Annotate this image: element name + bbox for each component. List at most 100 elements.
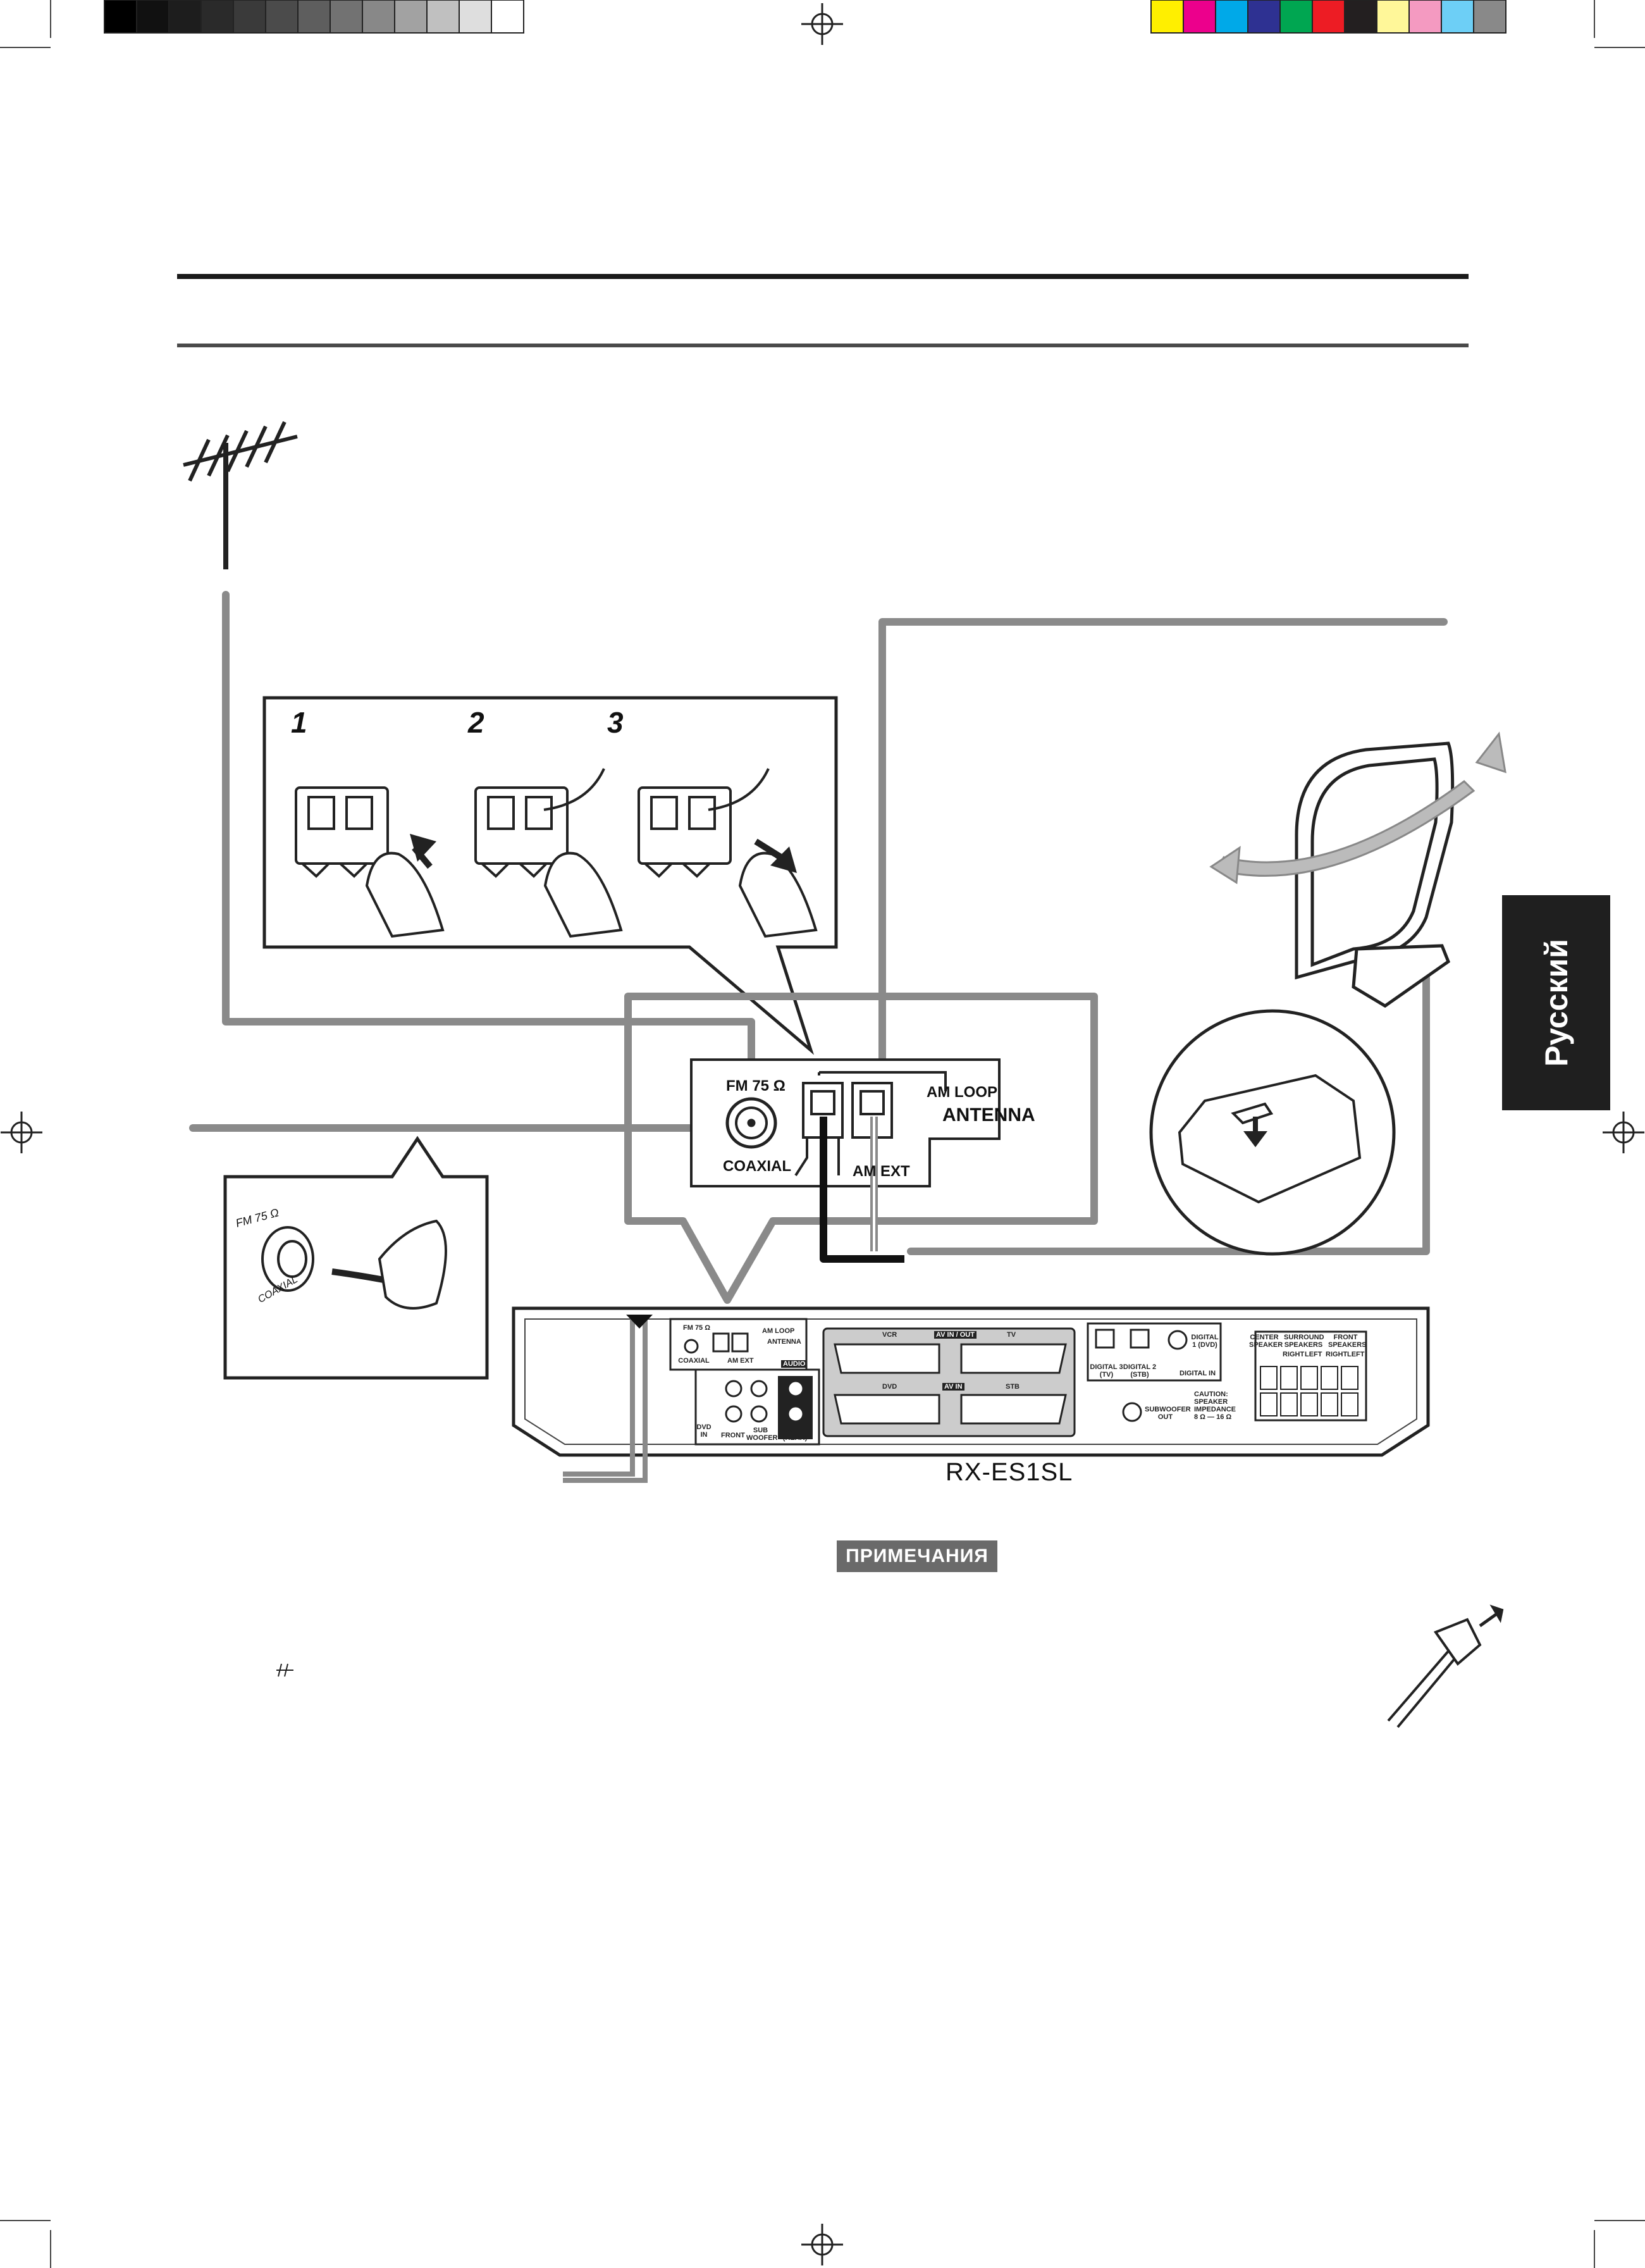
rear-cable-plug-icon <box>626 1315 653 1329</box>
coaxial-plug-icon <box>261 1219 447 1310</box>
rear-fm-label: FM 75 Ω <box>683 1324 711 1332</box>
gray-swatch <box>168 0 202 34</box>
speaker-terminal <box>1300 1366 1318 1390</box>
rotate-arrow-icon <box>1209 731 1506 884</box>
gray-swatch <box>362 0 395 34</box>
rear-audio-label: AUDIO <box>781 1360 808 1368</box>
rear-tv-label: TV <box>1007 1331 1016 1339</box>
speaker-terminal <box>1280 1392 1298 1416</box>
notes-badge: ПРИМЕЧАНИЯ <box>837 1540 997 1572</box>
am-loop-label: AM LOOP <box>927 1084 997 1101</box>
gray-swatch <box>491 0 524 34</box>
fm-75-ohm-label: FM 75 Ω <box>726 1077 786 1094</box>
gray-swatch <box>426 0 460 34</box>
header-rule-top <box>177 274 1469 279</box>
spring-terminal-icon <box>295 786 732 878</box>
language-side-tab: Русский <box>1502 895 1610 1110</box>
rear-front-speakers-label: FRONT SPEAKERS <box>1328 1334 1367 1349</box>
rear-surr-rear-label: SURR (REAR) <box>782 1427 808 1442</box>
gray-swatch <box>104 0 137 34</box>
rear-subwoofer-out-label: SUBWOOFER OUT <box>1145 1406 1191 1421</box>
rear-coaxial-label: COAXIAL <box>678 1357 710 1365</box>
am-wires <box>820 1117 904 1263</box>
speaker-terminal <box>1300 1392 1318 1416</box>
rear-am-ext-label: AM EXT <box>727 1357 754 1365</box>
color-swatch <box>1473 0 1506 34</box>
rear-terminal-zoom-frame <box>624 993 1098 1304</box>
color-swatch <box>1441 0 1474 34</box>
rear-vcr-label: VCR <box>882 1331 897 1339</box>
speaker-terminal <box>1341 1366 1359 1390</box>
step-number: 1 <box>291 706 307 739</box>
color-swatch <box>1344 0 1377 34</box>
gray-swatch <box>459 0 492 34</box>
antenna-terminal-panel <box>690 1058 1001 1187</box>
rear-right-label: RIGHT <box>1326 1351 1348 1358</box>
rear-am-terminal-icon <box>731 1332 749 1353</box>
speaker-terminal-icon <box>1260 1366 1359 1416</box>
speaker-terminal <box>1280 1366 1298 1390</box>
header-rule-bottom <box>177 344 1469 347</box>
language-label: Русский <box>1538 938 1574 1067</box>
coaxial-label: COAXIAL <box>723 1158 791 1175</box>
gray-swatch <box>297 0 331 34</box>
rear-sub-woofer-label: SUB WOOFER <box>746 1427 778 1442</box>
outdoor-fm-antenna-icon <box>183 421 298 569</box>
speaker-terminal <box>1321 1366 1338 1390</box>
rca-jack-icon <box>725 1380 804 1423</box>
color-swatch <box>1150 0 1184 34</box>
color-swatch <box>1376 0 1410 34</box>
rear-dvd-label: DVD <box>882 1383 897 1391</box>
rear-digital-1-label: DIGITAL 1 (DVD) <box>1191 1334 1219 1349</box>
rear-digital-2-label: DIGITAL 2 (STB) <box>1123 1363 1157 1379</box>
gray-swatch <box>394 0 428 34</box>
color-swatch <box>1408 0 1442 34</box>
rear-cables <box>563 1316 648 1483</box>
rear-antenna-label: ANTENNA <box>767 1338 801 1346</box>
rear-digital-3-label: DIGITAL 3 (TV) <box>1090 1363 1123 1379</box>
coaxial-plug-inset <box>223 1136 489 1380</box>
gray-swatch <box>265 0 299 34</box>
color-swatch <box>1247 0 1281 34</box>
step-number: 3 <box>607 706 624 739</box>
speaker-terminal <box>1341 1392 1359 1416</box>
rear-caution-label: CAUTION: SPEAKER IMPEDANCE 8 Ω — 16 Ω <box>1194 1391 1236 1421</box>
rear-right-label: RIGHT <box>1283 1351 1305 1358</box>
color-swatch <box>1183 0 1216 34</box>
rear-stb-label: STB <box>1006 1383 1020 1391</box>
wire-icon <box>543 768 770 811</box>
model-name: RX-ES1SL <box>946 1458 1073 1486</box>
gray-swatch <box>136 0 169 34</box>
rear-front-label: FRONT <box>721 1432 745 1439</box>
color-registration-strip <box>1150 0 1506 34</box>
rear-fm-jack-icon <box>684 1339 699 1354</box>
speaker-terminal <box>1260 1366 1278 1390</box>
gray-swatch <box>330 0 363 34</box>
rear-panel-inner-edge <box>524 1318 1417 1445</box>
arrow-icon <box>410 834 797 873</box>
rear-digital-in-label: DIGITAL IN <box>1180 1370 1216 1377</box>
rear-am-loop-label: AM LOOP <box>762 1327 795 1335</box>
antenna-label: ANTENNA <box>942 1105 1035 1125</box>
rear-av-in-label: AV IN <box>942 1383 964 1391</box>
gray-swatch <box>233 0 266 34</box>
optical-jack-icon <box>1095 1329 1188 1350</box>
gray-registration-strip <box>104 0 524 34</box>
rear-left-label: LEFT <box>1347 1351 1365 1358</box>
am-ext-label: AM EXT <box>853 1163 910 1180</box>
gray-swatch <box>200 0 234 34</box>
color-swatch <box>1312 0 1345 34</box>
finger-press-icon <box>365 852 818 938</box>
ground-symbol-icon <box>276 1663 293 1677</box>
step-number: 2 <box>468 706 484 739</box>
subwoofer-out-jack-icon <box>1122 1402 1142 1422</box>
registration-crosshair-icon <box>1 3 1644 2265</box>
speaker-terminal <box>1321 1392 1338 1416</box>
loop-stand-icon <box>1178 1074 1362 1204</box>
color-swatch <box>1215 0 1248 34</box>
rear-center-speaker-label: CENTER SPEAKER <box>1249 1334 1283 1349</box>
am-loop-antenna-icon <box>1295 741 1455 1008</box>
rear-av-in-out-label: AV IN / OUT <box>934 1331 977 1339</box>
